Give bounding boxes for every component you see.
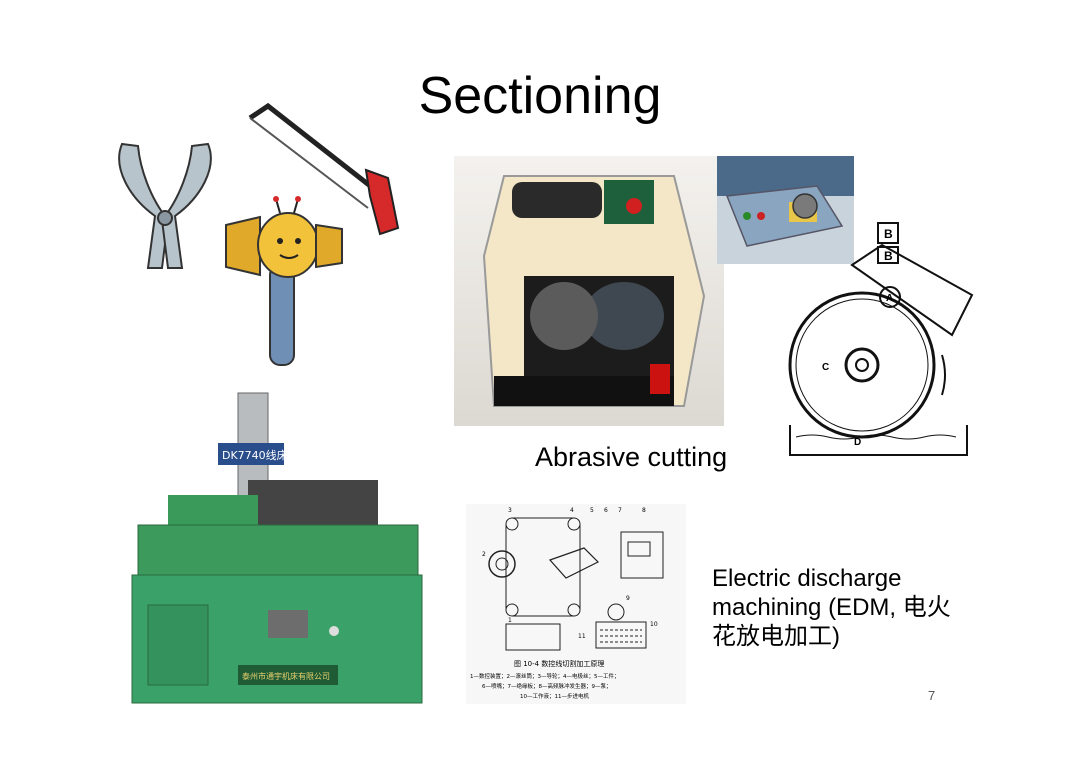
edm-principle-diagram: 1 2 3 4 5 6 7 8 9 10 11 图 10-4 数控线切割加工原理… [466, 504, 686, 704]
diagram-number-8: 8 [642, 507, 646, 514]
hacksaw-icon [248, 102, 400, 236]
diagram-number-3: 3 [508, 507, 512, 514]
diagram-number-7: 7 [618, 507, 622, 514]
diagram-legend-line-1: 1—数控装置；2—滚丝筒；3—导轮；4—电极丝；5—工件； [470, 672, 620, 680]
diagram-number-1: 1 [508, 617, 512, 624]
diagram-number-9: 9 [626, 595, 630, 602]
abrasive-cutter-photo [454, 156, 724, 426]
schematic-label-d: D [854, 437, 861, 448]
diagram-number-4: 4 [570, 507, 574, 514]
machine-plate-label: 泰州市通宇机床有限公司 [242, 671, 330, 681]
precision-saw-photo [717, 156, 854, 264]
slide-title: Sectioning [418, 67, 662, 125]
edm-caption: Electric discharge machining (EDM, 电火花放电… [712, 565, 951, 650]
diagram-number-6: 6 [604, 507, 608, 514]
machine-model-label: DK7740线床 [222, 448, 288, 462]
diagram-legend-line-2: 6—喷嘴；7—绝缘板；8—高频脉冲发生器；9—泵； [482, 682, 612, 690]
hammer-character-icon [225, 196, 343, 366]
edm-machine-photo: DK7740线床 泰州市通宇机床有限公司 [128, 375, 428, 707]
page-number: 7 [928, 688, 936, 703]
pliers-icon [118, 142, 212, 269]
diagram-number-10: 10 [650, 621, 658, 628]
diagram-number-5: 5 [590, 507, 594, 514]
abrasive-wheel-schematic: B B A C D [788, 222, 974, 456]
abrasive-cutting-caption: Abrasive cutting [535, 442, 728, 472]
diagram-caption: 图 10-4 数控线切割加工原理 [514, 659, 604, 668]
schematic-label-c: C [822, 362, 829, 373]
diagram-number-11: 11 [578, 633, 586, 640]
schematic-label-a: A [886, 293, 893, 304]
diagram-legend-line-3: 10—工作液；11—步进电机 [520, 692, 589, 700]
schematic-label-b1: B [884, 227, 893, 241]
diagram-number-2: 2 [482, 551, 486, 558]
schematic-label-b2: B [884, 249, 893, 263]
